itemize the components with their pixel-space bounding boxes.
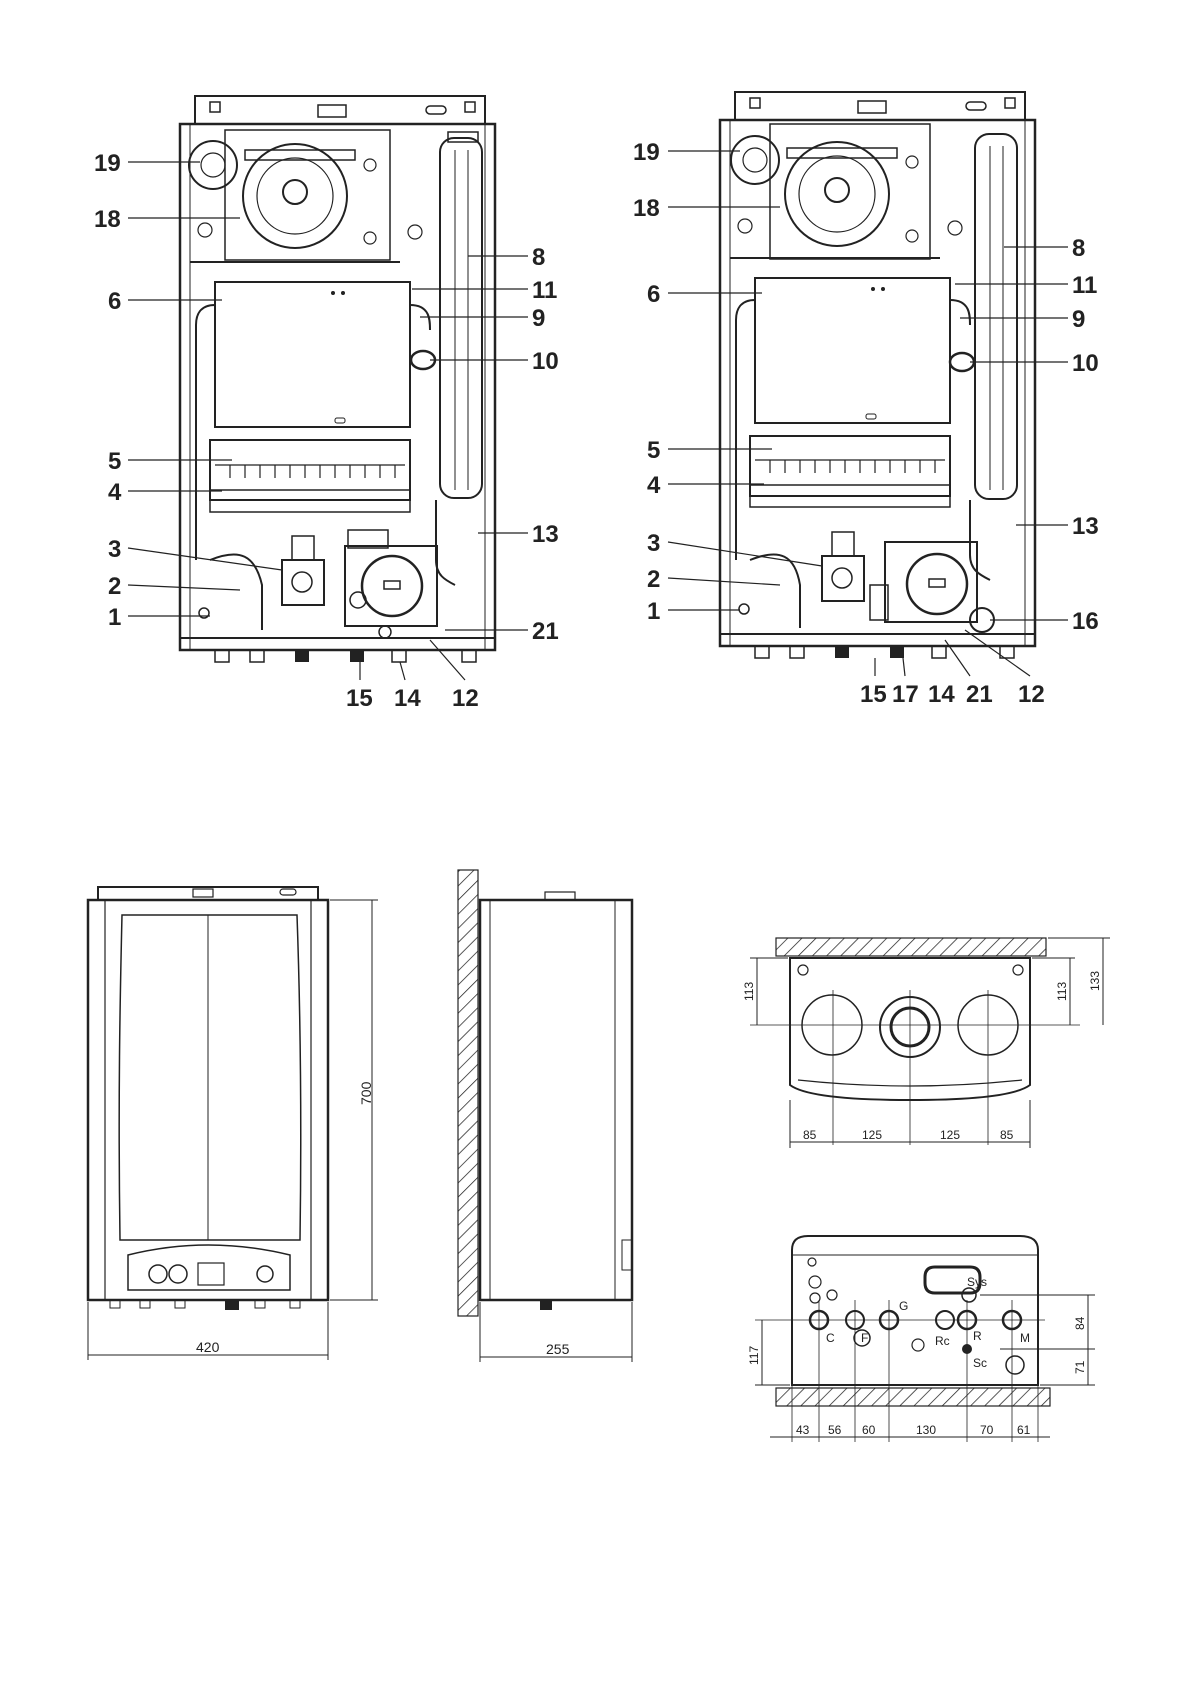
callout-18-left: 18	[94, 206, 121, 233]
boiler-front-view: 700 420	[88, 887, 378, 1360]
callout-3-left: 3	[108, 536, 121, 563]
callout-12-left: 12	[452, 685, 479, 712]
conn-label-c: C	[826, 1331, 835, 1345]
conn-label-g: G	[899, 1299, 908, 1313]
dim-front-width: 420	[196, 1339, 220, 1355]
callout-1-left: 1	[108, 604, 121, 631]
callout-14-left: 14	[394, 685, 421, 712]
conn-label-m: M	[1020, 1331, 1030, 1345]
conn-label-rc: Rc	[935, 1334, 950, 1348]
dim-top-h-3: 85	[1000, 1128, 1014, 1142]
dim-bottom-71: 71	[1073, 1360, 1087, 1374]
callout-15-right: 15	[860, 681, 887, 708]
conn-label-f: F	[861, 1331, 868, 1345]
callout-10-right: 10	[1072, 350, 1099, 377]
dim-top-h-2: 125	[940, 1128, 960, 1142]
callout-21-right: 21	[966, 681, 993, 708]
callout-12-right: 12	[1018, 681, 1045, 708]
callout-19-right: 19	[633, 139, 660, 166]
dim-bottom-h-1: 56	[828, 1423, 842, 1437]
callout-11-left: 11	[532, 277, 557, 304]
callout-6-right: 6	[647, 281, 660, 308]
callout-10-left: 10	[532, 348, 559, 375]
boiler-bottom-view: Sys C F G Rc R Sc M 117	[747, 1236, 1095, 1442]
dim-bottom-h-0: 43	[796, 1423, 810, 1437]
dim-bottom-h-3: 130	[916, 1423, 936, 1437]
boiler-internal-view-left: 19 18 6 5 4 3 2 1 8 11 9 10 13 21 15 14 …	[94, 96, 559, 712]
conn-label-sys: Sys	[967, 1275, 987, 1289]
callout-13-left: 13	[532, 521, 559, 548]
dim-top-right-113: 113	[1055, 982, 1069, 1001]
dim-front-height: 700	[358, 1081, 374, 1105]
callout-3-right: 3	[647, 530, 660, 557]
dim-bottom-h-2: 60	[862, 1423, 876, 1437]
boiler-side-view: 255	[458, 870, 632, 1362]
callout-9-left: 9	[532, 305, 545, 332]
dim-top-h-0: 85	[803, 1128, 817, 1142]
callout-19-left: 19	[94, 150, 121, 177]
callout-4-left: 4	[108, 479, 122, 506]
boiler-top-view: 113 113 133 85 125 125 85	[742, 938, 1110, 1148]
dim-bottom-117: 117	[747, 1346, 761, 1365]
callout-15-left: 15	[346, 685, 373, 712]
callout-21-left: 21	[532, 618, 559, 645]
dim-bottom-h-4: 70	[980, 1423, 994, 1437]
callout-9-right: 9	[1072, 306, 1085, 333]
callout-14-right: 14	[928, 681, 955, 708]
conn-label-sc: Sc	[973, 1356, 987, 1370]
callout-8-left: 8	[532, 244, 545, 271]
dim-top-h-1: 125	[862, 1128, 882, 1142]
conn-label-r: R	[973, 1329, 982, 1343]
dim-top-left-113: 113	[742, 982, 756, 1001]
callout-16-right: 16	[1072, 608, 1099, 635]
boiler-internal-view-right: 19 18 6 5 4 3 2 1 8 11 9 10 13 16 15 17 …	[633, 92, 1099, 708]
callout-5-left: 5	[108, 448, 121, 475]
dim-bottom-84: 84	[1073, 1316, 1087, 1330]
callout-17-right: 17	[892, 681, 919, 708]
callout-6-left: 6	[108, 288, 121, 315]
dim-top-right-133: 133	[1088, 971, 1102, 991]
callout-2-right: 2	[647, 566, 660, 593]
callout-13-right: 13	[1072, 513, 1099, 540]
callout-8-right: 8	[1072, 235, 1085, 262]
callout-5-right: 5	[647, 437, 660, 464]
callout-2-left: 2	[108, 573, 121, 600]
callout-11-right: 11	[1072, 272, 1097, 299]
dim-side-depth: 255	[546, 1341, 570, 1357]
callout-4-right: 4	[647, 472, 661, 499]
callout-18-right: 18	[633, 195, 660, 222]
callout-1-right: 1	[647, 598, 660, 625]
dim-bottom-h-5: 61	[1017, 1423, 1031, 1437]
